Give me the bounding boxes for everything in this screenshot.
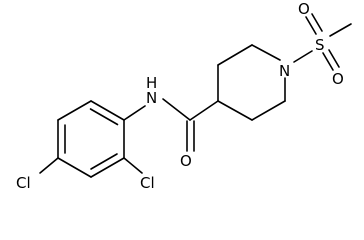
bond-s-o-top-a [305, 16, 317, 35]
atom-label-sulfur: S [315, 36, 325, 54]
bond-ar2-cl-ortho [123, 157, 143, 174]
bond-c3a-c2a [217, 44, 253, 66]
bond-ar5-ar6 [57, 100, 92, 121]
bond-s-o-top-b [311, 13, 323, 32]
atom-label-sulfonyl-o-bottom: O [332, 70, 344, 88]
bond-c2b-c3b [251, 100, 286, 121]
atom-label-cl-ortho: Cl [140, 174, 155, 192]
bond-nh-carbonyl [162, 98, 191, 121]
double-bond-inner-c [90, 153, 118, 170]
atom-label-nh: N [146, 89, 157, 107]
structure-diagram: N H O N S O O Cl Cl [16, 0, 352, 192]
bond-ar6-ar1 [90, 100, 125, 121]
bond-ar3-ar4 [57, 157, 92, 178]
bond-ar4-cl-para [39, 157, 59, 174]
atom-label-h: H [146, 74, 157, 92]
bond-c2a-n [251, 44, 281, 61]
bond-s-o-bottom-a [322, 52, 334, 71]
bond-c3b-c4 [217, 100, 253, 121]
atom-label-sulfonyl-o-top: O [298, 0, 310, 18]
piperidine-ring [217, 44, 286, 121]
bond-s-methyl [329, 23, 352, 37]
benzene-ring [57, 100, 125, 178]
bond-carbonyl-c4 [189, 100, 219, 121]
atom-label-cl-para: Cl [16, 174, 31, 192]
atom-label-ring-n: N [279, 62, 290, 80]
bond-ar2-ar3 [90, 157, 125, 178]
bond-n-s [293, 50, 313, 63]
bond-s-o-bottom-b [328, 49, 340, 68]
atom-label-carbonyl-o: O [180, 152, 192, 170]
bond-ar1-nh [123, 105, 146, 121]
double-bond-inner-a [89, 108, 119, 126]
